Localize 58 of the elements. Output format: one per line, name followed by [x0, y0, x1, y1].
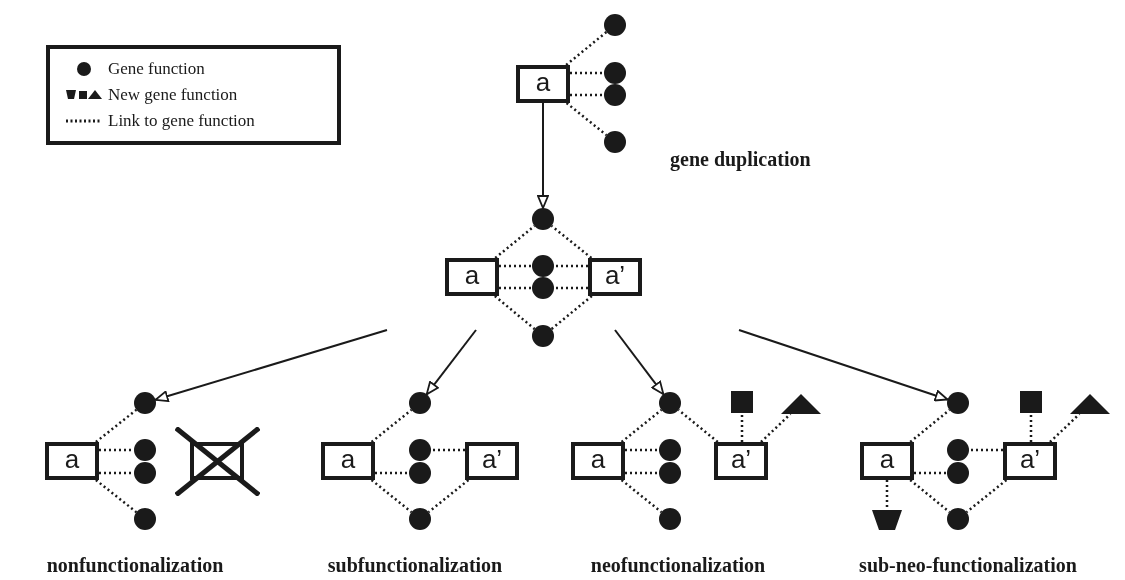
scenario-caption: subfunctionalization — [326, 553, 504, 578]
gene-box: a — [45, 442, 99, 480]
dotted-link — [740, 413, 744, 442]
dotted-link — [554, 264, 588, 268]
process-label: gene duplication — [670, 147, 811, 172]
dotted-link — [570, 71, 604, 75]
dotted-link — [370, 479, 413, 514]
gene-box: a’ — [714, 442, 768, 480]
scenario-caption: nonfunctionalization — [45, 553, 225, 578]
scenario-caption: neofunctionalization — [589, 553, 767, 578]
new-function-triangle — [1070, 394, 1110, 414]
dotted-link — [370, 408, 413, 443]
new-function-square — [1020, 391, 1042, 413]
dotted-link — [565, 102, 608, 137]
dotted-link — [550, 224, 593, 259]
dotted-link — [565, 31, 608, 66]
dotted-link — [550, 295, 593, 330]
new-function-trapezoid — [872, 510, 902, 530]
dotted-link — [554, 286, 588, 290]
legend-label: New gene function — [108, 84, 238, 106]
arrow — [425, 329, 477, 396]
scenario-caption: sub-neo-functionalization — [858, 553, 1078, 578]
dotted-link — [494, 295, 536, 330]
legend-label: Link to gene function — [108, 110, 255, 132]
dotted-link — [965, 479, 1008, 514]
gene-box: a’ — [1003, 442, 1057, 480]
gene-box: a — [321, 442, 375, 480]
arrow — [537, 102, 549, 209]
dotted-link — [1049, 413, 1081, 443]
gene-box: a’ — [588, 258, 642, 296]
dotted-link — [99, 471, 134, 475]
dotted-link — [95, 408, 138, 443]
dotted-link — [1029, 413, 1033, 442]
dotted-link — [969, 448, 1003, 452]
dotted-link — [625, 471, 659, 475]
dotted-link — [99, 448, 134, 452]
new-function-square — [731, 391, 753, 413]
dotted-link — [95, 479, 138, 514]
lost-gene-box — [190, 442, 244, 480]
dotted-link — [760, 413, 792, 443]
gene-box: a — [571, 442, 625, 480]
gene-box: a’ — [465, 442, 519, 480]
dotted-link — [375, 471, 409, 475]
dotted-link — [620, 479, 663, 514]
dotted-link — [885, 480, 889, 510]
dotted-link — [570, 93, 604, 97]
dotted-link — [625, 448, 659, 452]
legend-label: Gene function — [108, 58, 205, 80]
arrow — [614, 329, 665, 396]
gene-box: a — [445, 258, 499, 296]
dotted-link — [427, 479, 470, 514]
gene-box: a — [860, 442, 914, 480]
dotted-link — [431, 448, 465, 452]
gene-box: a — [516, 65, 570, 103]
arrow — [738, 329, 949, 402]
dotted-link — [620, 408, 663, 443]
new-function-triangle — [781, 394, 821, 414]
arrow — [154, 329, 388, 403]
